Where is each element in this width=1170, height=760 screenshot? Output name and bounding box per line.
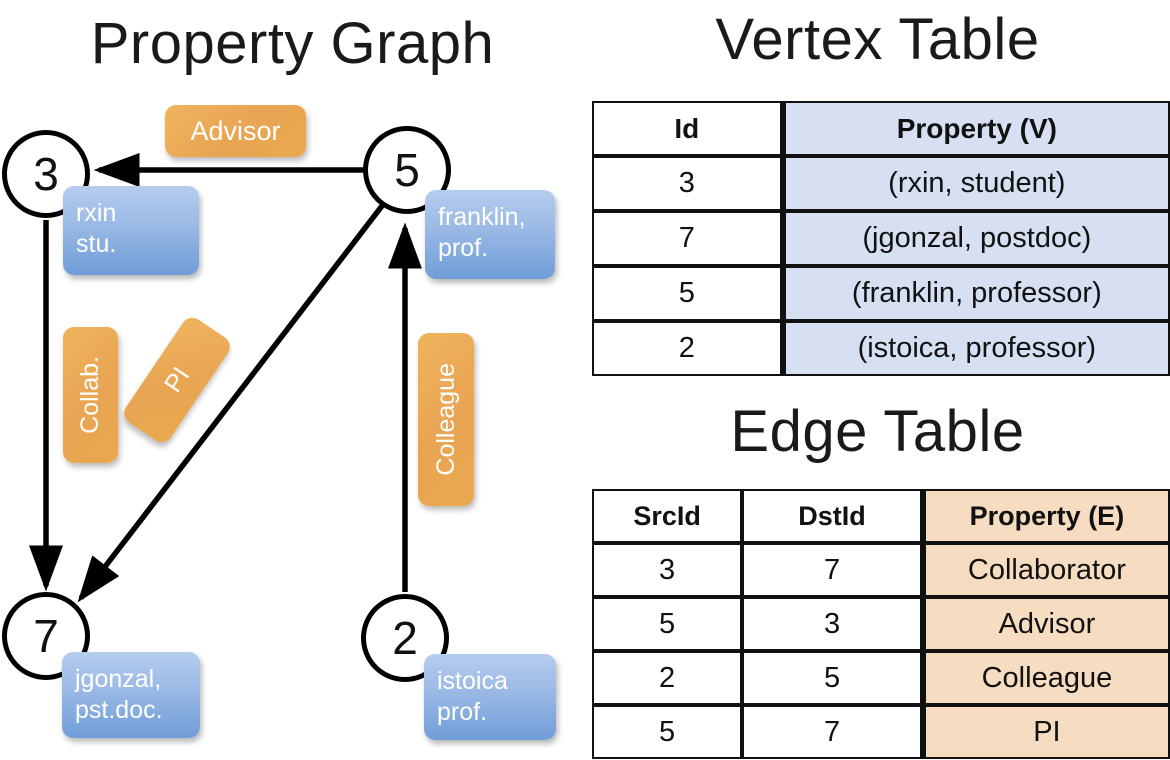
table-row: 3 7 Collaborator <box>592 543 1170 597</box>
table-row: 5 7 PI <box>592 705 1170 759</box>
edge-table-cell-dstid: 3 <box>742 597 922 651</box>
vertex-property-line-2: prof. <box>437 698 488 726</box>
edge-table-cell-property: Collaborator <box>921 543 1170 597</box>
edge-table-cell-property: Advisor <box>921 597 1170 651</box>
graph-vertex-2[interactable]: 2 <box>361 594 449 682</box>
table-row: 3 (rxin, student) <box>592 156 1170 211</box>
vertex-table-cell-id: 3 <box>592 156 782 211</box>
graph-vertex-2-label: 2 <box>392 612 418 664</box>
vertex-table-cell-property: (jgonzal, postdoc) <box>781 211 1170 266</box>
edge-table-cell-dstid: 5 <box>742 651 922 705</box>
property-graph-diagram: 3 5 7 2 rxin stu. franklin, prof. jgonza… <box>2 105 556 740</box>
graph-vertex-5[interactable]: 5 <box>363 126 451 214</box>
edge-table-cell-srcid: 5 <box>592 705 743 759</box>
edge-table-cell-srcid: 2 <box>592 651 743 705</box>
table-row: 5 (franklin, professor) <box>592 266 1170 321</box>
vertex-table-header-id: Id <box>592 101 782 156</box>
vertex-property-box-3: rxin stu. <box>63 186 199 275</box>
edge-table-cell-property: PI <box>921 705 1170 759</box>
edge-label-advisor-text: Advisor <box>190 115 281 146</box>
graph-edges-layer <box>28 152 423 603</box>
vertex-table-cell-id: 5 <box>592 266 782 321</box>
page-title-vertex-table: Vertex Table <box>715 7 1040 72</box>
vertex-property-line-1: franklin, <box>438 203 526 231</box>
edge-table-header-srcid: SrcId <box>592 489 743 543</box>
vertex-table-cell-property: (istoica, professor) <box>781 321 1170 376</box>
vertex-table: Id Property (V) 3 (rxin, student) 7 (jgo… <box>592 101 1170 376</box>
vertex-table-cell-id: 2 <box>592 321 782 376</box>
edge-table-cell-dstid: 7 <box>742 705 922 759</box>
edge-label-collab: Collab. <box>63 327 118 463</box>
vertex-property-box-7: jgonzal, pst.doc. <box>62 652 200 738</box>
edge-label-pi-text: PI <box>158 362 195 398</box>
vertex-property-line-2: stu. <box>76 230 117 258</box>
vertex-table-cell-property: (franklin, professor) <box>781 266 1170 321</box>
edge-table-cell-property: Colleague <box>921 651 1170 705</box>
vertex-property-box-2: istoica prof. <box>424 654 556 740</box>
graph-vertex-5-label: 5 <box>394 144 420 196</box>
graph-vertex-7-label: 7 <box>33 610 59 662</box>
vertex-table-cell-property: (rxin, student) <box>781 156 1170 211</box>
table-row: 2 (istoica, professor) <box>592 321 1170 376</box>
edge-table-header-property: Property (E) <box>921 489 1170 543</box>
edge-table-header-dstid: DstId <box>742 489 922 543</box>
vertex-property-line-2: pst.doc. <box>75 696 163 724</box>
edge-label-collab-text: Collab. <box>76 356 104 434</box>
edge-label-colleague-text: Colleague <box>431 363 460 476</box>
table-row: 5 3 Advisor <box>592 597 1170 651</box>
vertex-property-line-1: jgonzal, <box>75 665 162 693</box>
vertex-property-box-5: franklin, prof. <box>425 190 555 279</box>
vertex-property-line-1: istoica <box>437 667 508 695</box>
vertex-property-line-2: prof. <box>438 234 489 262</box>
vertex-table-header-row: Id Property (V) <box>592 101 1170 156</box>
table-row: 2 5 Colleague <box>592 651 1170 705</box>
edge-label-colleague: Colleague <box>418 333 474 506</box>
edge-table-header-row: SrcId DstId Property (E) <box>592 489 1170 543</box>
edge-table-cell-srcid: 5 <box>592 597 743 651</box>
page-title-property-graph: Property Graph <box>90 11 495 76</box>
table-row: 7 (jgonzal, postdoc) <box>592 211 1170 266</box>
vertex-table-cell-id: 7 <box>592 211 782 266</box>
vertex-property-line-1: rxin <box>76 199 117 227</box>
graph-edge-5-to-7 <box>77 200 388 603</box>
edge-table-cell-dstid: 7 <box>742 543 922 597</box>
edge-label-advisor: Advisor <box>165 105 306 157</box>
vertex-table-header-property: Property (V) <box>781 101 1170 156</box>
graph-vertex-3-label: 3 <box>33 148 59 200</box>
page-title-edge-table: Edge Table <box>730 399 1025 464</box>
edge-table: SrcId DstId Property (E) 3 7 Collaborato… <box>592 489 1170 759</box>
edge-table-cell-srcid: 3 <box>592 543 743 597</box>
